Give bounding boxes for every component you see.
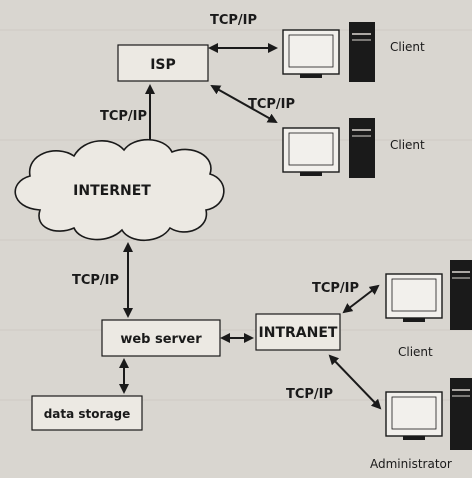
isp-internet-protocol-label: TCP/IP [100,109,147,124]
internet-label: INTERNET [73,183,151,199]
intranet-node: INTRANET [255,313,341,351]
intranet-admin-protocol-label: TCP/IP [286,387,333,402]
isp-client2-protocol-label: TCP/IP [248,97,295,112]
isp-label: ISP [150,57,176,73]
intranet-client3-link [342,284,380,314]
data-storage-label: data storage [44,407,131,421]
administrator-label: Administrator [370,457,452,471]
client-label-1: Client [390,40,425,54]
monitor-icon [282,29,340,75]
client-computer-1: Client [282,22,425,82]
intranet-admin-link [328,354,382,410]
tower-icon [450,378,472,450]
isp-client2-link [210,85,278,123]
intranet-client3-protocol-label: TCP/IP [312,281,359,296]
client-computer-3: Client [385,260,472,359]
client-label-2: Client [390,138,425,152]
client-label-3: Client [398,345,433,359]
tower-icon [349,22,375,82]
isp-client1-protocol-label: TCP/IP [210,13,257,28]
internet-webserver-protocol-label: TCP/IP [72,273,119,288]
client-computer-2: Client [282,118,425,178]
tower-icon [450,260,472,330]
internet-cloud: INTERNET [14,139,225,241]
web-server-label: web server [120,332,202,347]
data-storage-node: data storage [31,395,143,431]
administrator-computer: Administrator [370,378,472,471]
tower-icon [349,118,375,178]
isp-node: ISP [117,44,209,82]
intranet-label: INTRANET [259,325,338,341]
web-server-node: web server [101,319,221,357]
